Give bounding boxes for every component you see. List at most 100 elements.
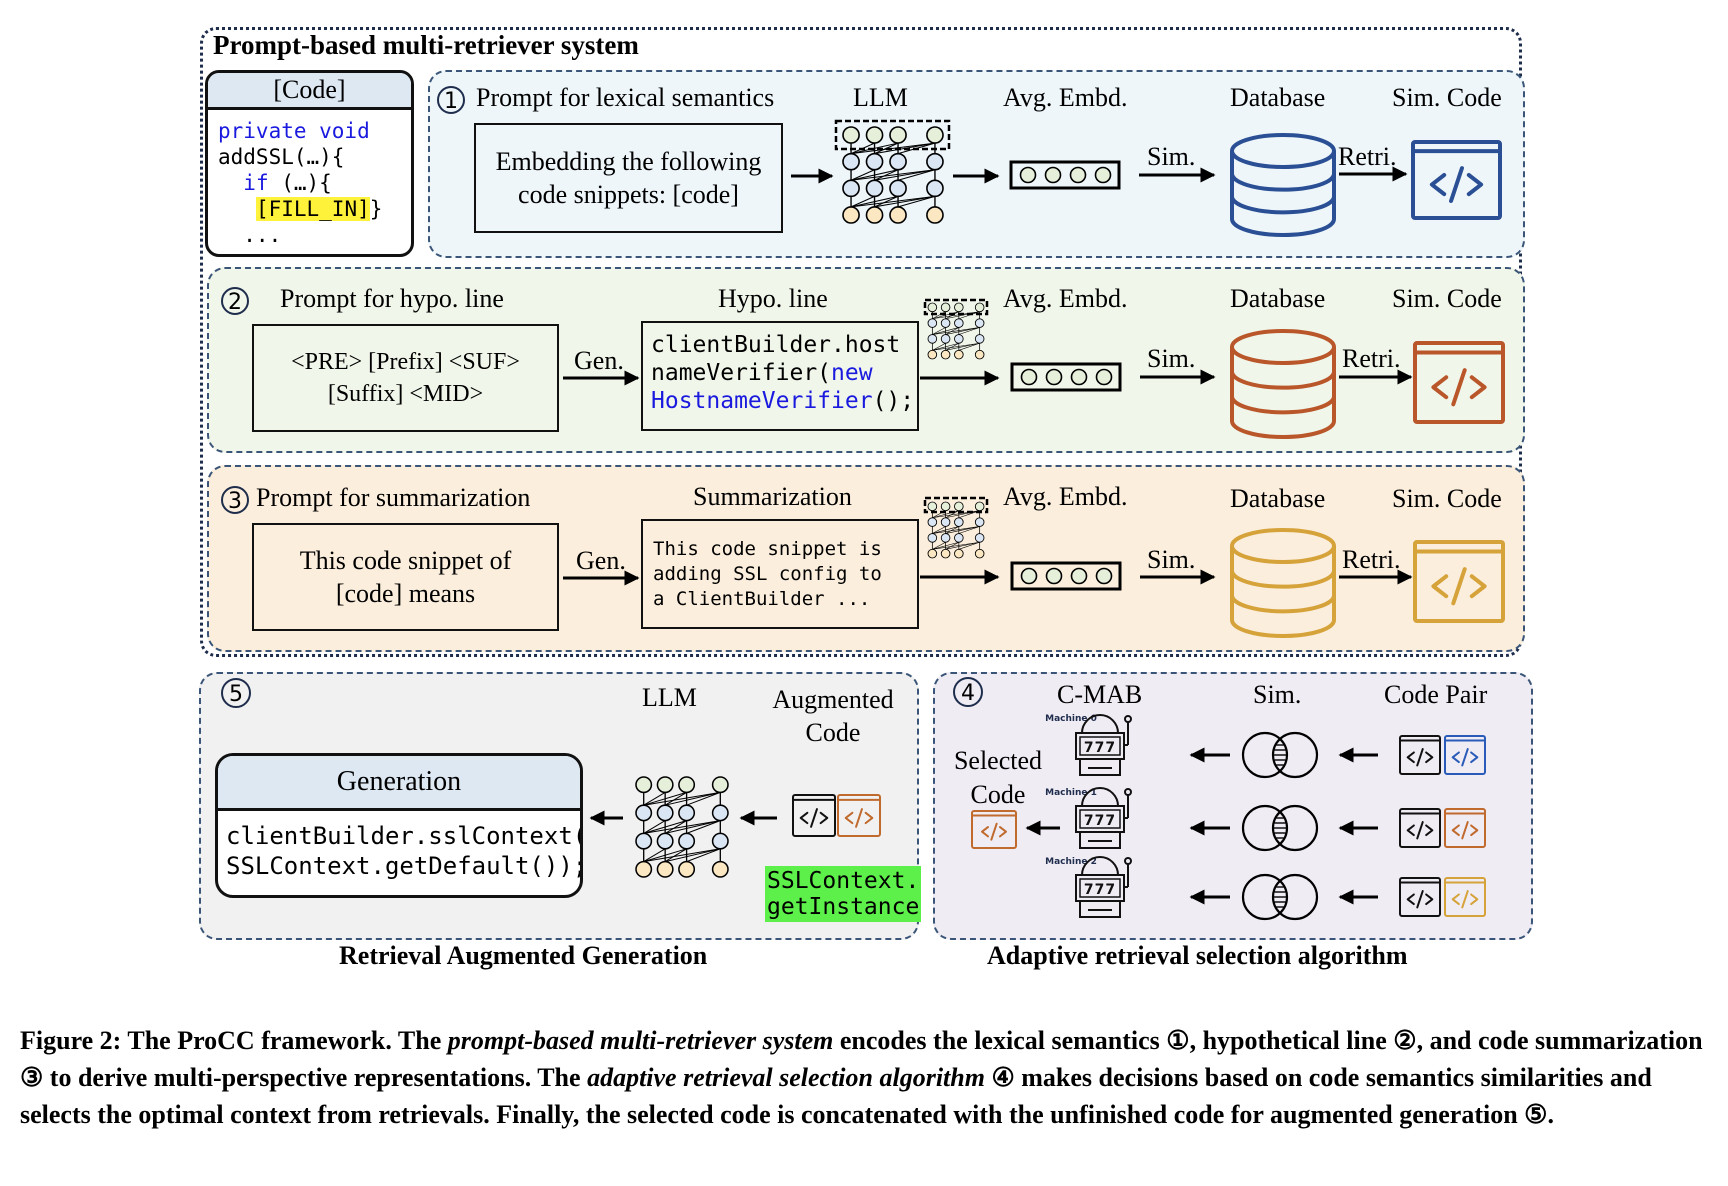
network-edge <box>643 791 666 806</box>
network-node <box>926 179 944 198</box>
network-node <box>927 533 938 543</box>
generation-box: Generation clientBuilder.sslContext( SSL… <box>215 753 583 898</box>
fill-in-placeholder: [FILL_IN] <box>255 197 370 221</box>
row2-prompt-box: <PRE> [Prefix] <SUF> [Suffix] <MID> <box>252 324 559 432</box>
network-edge <box>945 526 959 534</box>
row2-sim-label: Sim. <box>1147 344 1196 373</box>
network-edge <box>945 526 980 534</box>
network-node <box>711 832 729 850</box>
slot-machine-icon: 777 <box>1075 787 1132 849</box>
database-ring <box>1230 173 1336 192</box>
network-node <box>656 832 674 850</box>
network-edge <box>664 820 687 834</box>
network-node <box>842 126 860 144</box>
code-pair-icon-black <box>1399 808 1441 848</box>
code-window-frame <box>1413 341 1505 424</box>
network-node <box>865 152 884 171</box>
slot-reel-frame <box>1079 809 1121 829</box>
slot-machine-icon: 777 <box>1075 714 1132 776</box>
network-node <box>940 548 951 559</box>
slot-reels-text: 777 <box>1084 882 1116 898</box>
network-edge <box>665 820 721 834</box>
row1-database-label: Database <box>1230 83 1326 112</box>
step-4-badge: 4 <box>953 677 983 707</box>
code-pair-icon-colored <box>1444 735 1486 775</box>
row3-llm-network-icon <box>927 501 985 559</box>
rag-llm-label: LLM <box>642 683 697 712</box>
network-node <box>927 349 938 360</box>
row3-prompt-box: This code snippet of [code] means <box>252 523 559 631</box>
slot-lever-knob <box>1124 857 1132 865</box>
step-5-badge: 5 <box>221 678 251 708</box>
row1-avg-embd-label: Avg. Embd. <box>1003 83 1128 112</box>
code-bracket-left <box>981 826 990 838</box>
code-pair-icon-colored <box>1444 808 1486 848</box>
code-box-body: private void addSSL(…){ if (…){ [FILL_IN… <box>208 110 411 254</box>
code-line-4-rest: } <box>369 197 383 221</box>
network-node <box>842 179 860 198</box>
summary-line-3: a ClientBuilder ... <box>653 588 871 610</box>
embedding-dot <box>1020 567 1038 585</box>
embedding-frame <box>1010 561 1122 591</box>
row2-prompt-line-2: [Suffix] <MID> <box>327 381 484 407</box>
row3-sim-label: Sim. <box>1147 545 1196 574</box>
network-edge <box>850 195 875 208</box>
network-edge <box>932 541 980 550</box>
code-line-2: addSSL(…){ <box>218 145 345 169</box>
embedding-dot <box>1044 166 1062 184</box>
code-slash <box>1416 821 1424 840</box>
generation-line-1: clientBuilder.sslContext( <box>226 822 583 850</box>
network-edge <box>932 342 946 351</box>
network-edge <box>643 848 666 863</box>
network-node <box>889 206 907 224</box>
network-edge <box>945 327 980 335</box>
network-node <box>954 533 964 543</box>
selection-title: Adaptive retrieval selection algorithm <box>987 941 1408 970</box>
augmented-line-1: SSLContext. <box>767 868 920 894</box>
network-edge <box>945 342 959 351</box>
slot-machine-icon: 777 <box>1075 856 1132 918</box>
code-bracket-left <box>1451 824 1460 837</box>
database-ring <box>1230 371 1336 390</box>
network-node <box>865 179 884 198</box>
row1-prompt-line-1: Embedding the following <box>495 147 762 176</box>
network-edge <box>897 195 936 208</box>
generation-line-2: SSLContext.getDefault()); <box>226 852 583 880</box>
row1-database-icon <box>1230 133 1336 237</box>
row3-prompt-line-1: This code snippet of <box>299 546 512 575</box>
network-edge <box>850 142 936 155</box>
network-node <box>927 302 938 313</box>
code-pair-label: Code Pair <box>1384 680 1488 709</box>
row3-avg-embd-label: Avg. Embd. <box>1003 482 1128 511</box>
network-edge <box>664 791 687 806</box>
lexical-semantics-panel <box>428 70 1525 258</box>
code-line-1: private void <box>218 119 370 143</box>
code-bracket-left <box>1451 751 1460 764</box>
network-node <box>974 548 985 559</box>
database-body <box>1230 347 1336 439</box>
slot-reel-frame <box>1079 736 1121 756</box>
network-node <box>865 206 884 224</box>
code-slash <box>1451 567 1467 606</box>
database-ring <box>1230 570 1336 589</box>
row1-sim-code-label: Sim. Code <box>1392 83 1502 112</box>
summary-line-1: This code snippet is <box>653 538 882 560</box>
row2-database-icon <box>1230 329 1336 439</box>
code-bracket-right <box>1425 893 1434 906</box>
code-slash <box>1449 166 1464 203</box>
network-edge <box>932 526 946 534</box>
system-title: Prompt-based multi-retriever system <box>213 30 639 60</box>
row2-sim-code-label: Sim. Code <box>1392 284 1502 313</box>
slot-base <box>1079 900 1121 918</box>
code-bracket-left <box>1429 172 1447 197</box>
venn-left <box>1241 873 1289 921</box>
code-pair-icon-black <box>1399 877 1441 917</box>
network-node <box>954 334 964 344</box>
embedding-dot <box>1069 166 1087 184</box>
venn-right <box>1271 873 1319 921</box>
machine-0-label: Machine 0 <box>1045 714 1097 724</box>
selected-code-icon <box>971 810 1017 849</box>
network-edge <box>945 342 980 351</box>
network-node <box>927 517 938 527</box>
row1-retri-label: Retri. <box>1338 142 1397 171</box>
